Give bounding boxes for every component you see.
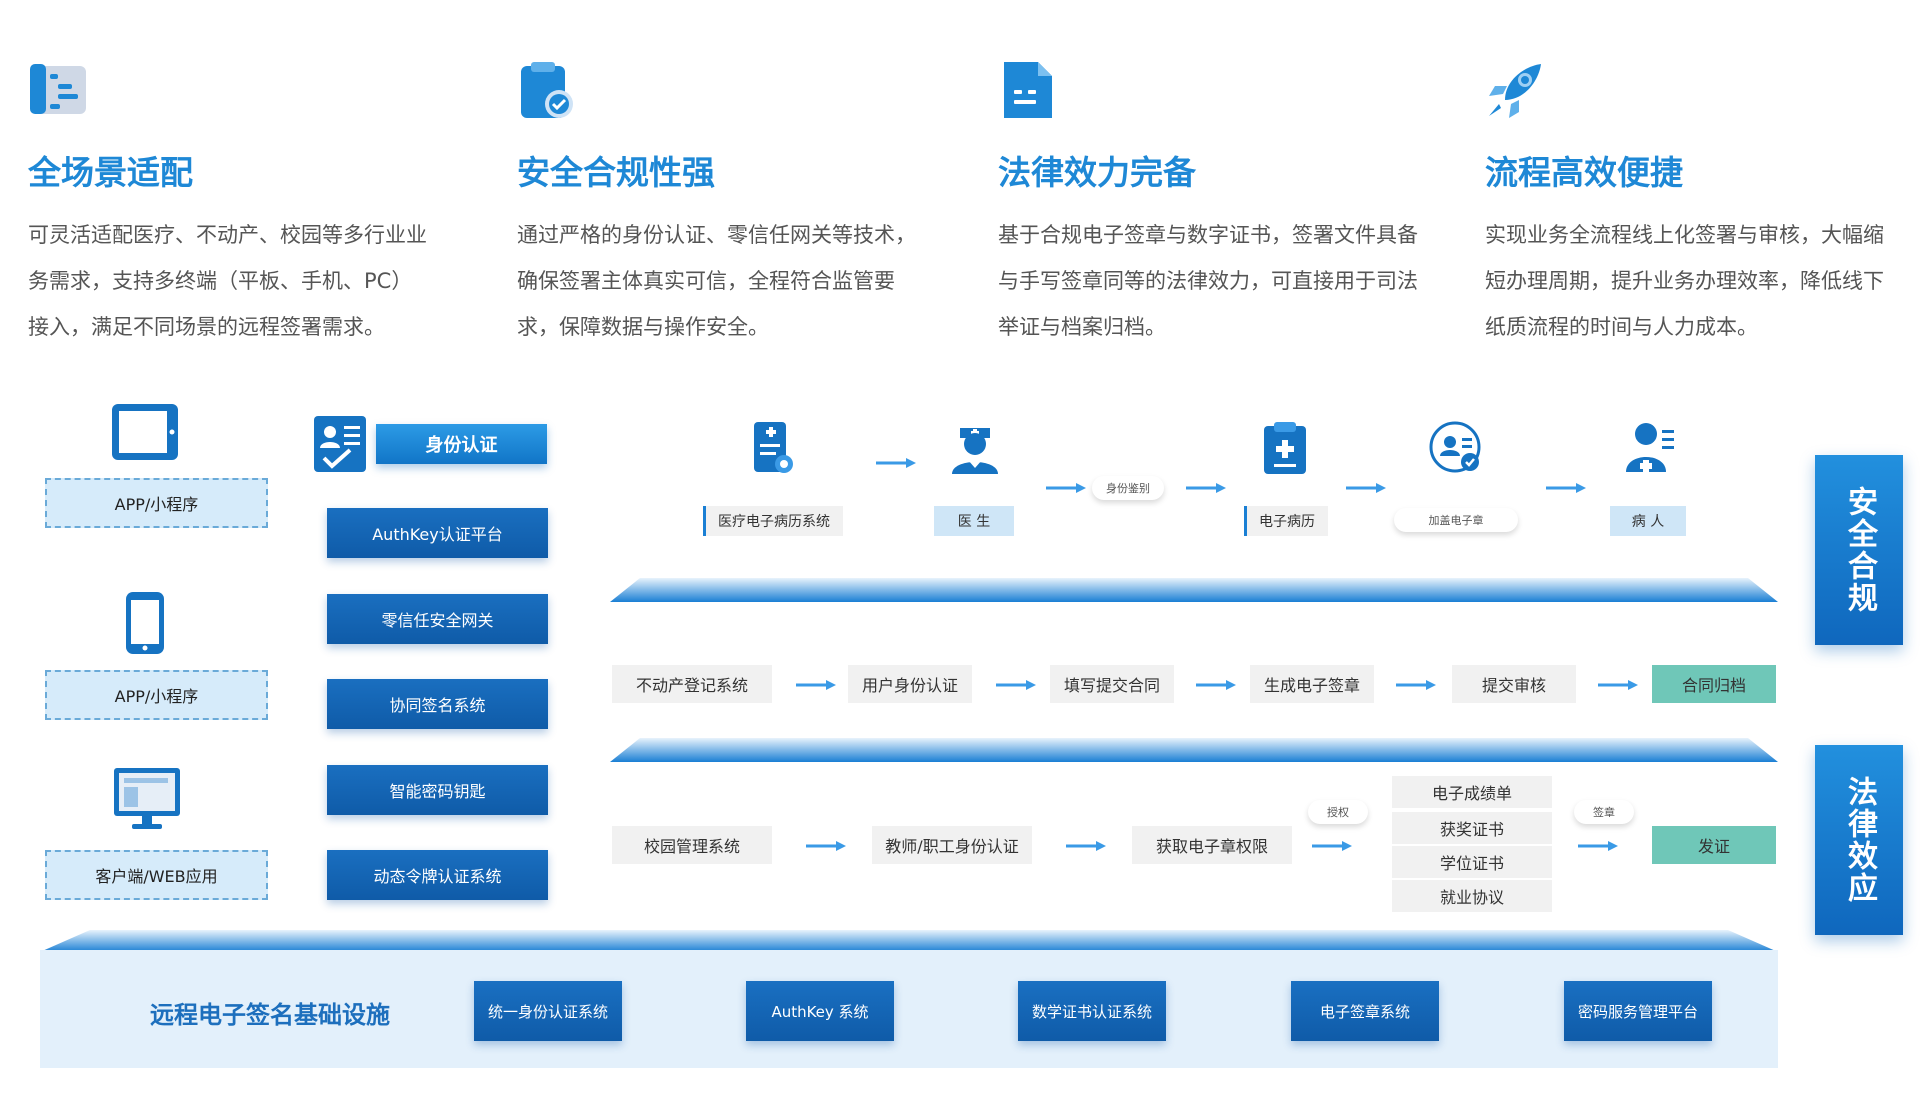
auth-item-dynamic-token: 动态令牌认证系统 <box>327 850 548 900</box>
auth-item-cosign: 协同签名系统 <box>327 679 548 729</box>
arrow-icon <box>876 458 916 468</box>
side-tag-legal-effect: 法律效应 <box>1815 745 1903 935</box>
identity-auth-header: 身份认证 <box>376 424 547 464</box>
client-app-phone: APP/小程序 <box>45 670 268 720</box>
infrastructure-title: 远程电子签名基础设施 <box>150 1001 390 1029</box>
client-app-tablet: APP/小程序 <box>45 478 268 528</box>
document-item: 就业协议 <box>1392 880 1552 912</box>
infrastructure-panel <box>40 950 1778 1068</box>
arrow-icon <box>1196 680 1236 690</box>
property-step: 填写提交合同 <box>1050 665 1174 703</box>
arrow-icon <box>1546 483 1586 493</box>
legal-document-icon <box>1004 62 1052 118</box>
arrow-icon <box>996 680 1036 690</box>
arrow-icon <box>1578 841 1618 851</box>
arrow-icon <box>1396 680 1436 690</box>
infra-item-cert-auth: 数学证书认证系统 <box>1018 981 1166 1041</box>
arrow-icon <box>1046 483 1086 493</box>
arrow-icon <box>1066 841 1106 851</box>
property-step: 生成电子签章 <box>1250 665 1374 703</box>
section-divider <box>610 738 1778 762</box>
rocket-icon <box>1489 64 1541 118</box>
patient-icon <box>1626 423 1674 472</box>
arrow-icon <box>806 841 846 851</box>
document-item: 电子成绩单 <box>1392 776 1552 808</box>
certified-user-icon <box>1429 421 1481 473</box>
arrow-icon <box>1598 680 1638 690</box>
document-item: 学位证书 <box>1392 846 1552 878</box>
auth-item-zero-trust: 零信任安全网关 <box>327 594 548 644</box>
feature-title: 流程高效便捷 <box>1485 153 1683 192</box>
tablet-icon <box>112 404 178 460</box>
medical-label-patient: 病 人 <box>1610 506 1686 536</box>
authorize-pill: 授权 <box>1308 800 1368 824</box>
medical-label-ehr-system: 医疗电子病历系统 <box>703 506 843 536</box>
document-item: 获奖证书 <box>1392 812 1552 844</box>
medical-label-emr: 电子病历 <box>1244 506 1328 536</box>
infra-item-authkey: AuthKey 系统 <box>746 981 894 1041</box>
feature-title: 法律效力完备 <box>998 153 1196 192</box>
feature-title: 安全合规性强 <box>517 153 715 192</box>
arrow-icon <box>796 680 836 690</box>
campus-step: 教师/职工身份认证 <box>872 826 1032 864</box>
feature-security-compliance: 安全合规性强 通过严格的身份认证、零信任网关等技术，确保签署主体真实可信，全程符… <box>517 60 947 350</box>
campus-step: 获取电子章权限 <box>1132 826 1292 864</box>
infra-divider <box>40 930 1778 952</box>
identity-check-icon <box>314 416 366 472</box>
feature-description: 通过严格的身份认证、零信任网关等技术，确保签署主体真实可信，全程符合监管要求，保… <box>517 223 916 339</box>
feature-legal-validity: 法律效力完备 基于合规电子签章与数字证书，签署文件具备与手写签章同等的法律效力，… <box>998 60 1428 350</box>
arrow-icon <box>1186 483 1226 493</box>
feature-description: 基于合规电子签章与数字证书，签署文件具备与手写签章同等的法律效力，可直接用于司法… <box>998 223 1418 339</box>
infra-item-e-seal: 电子签章系统 <box>1291 981 1439 1041</box>
property-step: 不动产登记系统 <box>612 665 772 703</box>
infra-item-unified-auth: 统一身份认证系统 <box>474 981 622 1041</box>
property-step: 用户身份认证 <box>848 665 972 703</box>
feature-efficient-process: 流程高效便捷 实现业务全流程线上化签署与审核，大幅缩短办理周期，提升业务办理效率… <box>1485 60 1915 350</box>
feature-description: 可灵活适配医疗、不动产、校园等多行业业务需求，支持多终端（平板、手机、PC）接入… <box>28 223 427 339</box>
auth-item-smart-key: 智能密码钥匙 <box>327 765 548 815</box>
campus-step: 校园管理系统 <box>612 826 772 864</box>
clipboard-plus-icon <box>1264 422 1306 474</box>
infra-item-crypto-service: 密码服务管理平台 <box>1564 981 1712 1041</box>
arrow-icon <box>1312 841 1352 851</box>
auth-item-authkey: AuthKey认证平台 <box>327 508 548 558</box>
feature-scene-adaptation: 全场景适配 可灵活适配医疗、不动产、校园等多行业业务需求，支持多终端（平板、手机… <box>28 60 458 350</box>
feature-description: 实现业务全流程线上化签署与审核，大幅缩短办理周期，提升业务办理效率，降低线下纸质… <box>1485 223 1884 339</box>
monitor-icon <box>114 768 180 829</box>
campus-step-certify: 发证 <box>1652 826 1776 864</box>
property-step-archive: 合同归档 <box>1652 665 1776 703</box>
secure-clipboard-icon <box>521 62 573 118</box>
phone-icon <box>126 592 164 654</box>
side-tag-security-compliance: 安全合规 <box>1815 455 1903 645</box>
section-divider <box>610 578 1778 602</box>
feature-title: 全场景适配 <box>28 153 193 192</box>
doctor-icon <box>952 428 998 474</box>
medical-record-icon <box>754 422 793 473</box>
list-card-icon <box>30 64 86 114</box>
identity-verify-pill: 身份鉴别 <box>1092 476 1164 500</box>
arrow-icon <box>1346 483 1386 493</box>
medical-label-doctor: 医 生 <box>934 506 1014 536</box>
client-web-app: 客户端/WEB应用 <box>45 850 268 900</box>
property-step: 提交审核 <box>1452 665 1576 703</box>
seal-pill: 加盖电子章 <box>1394 508 1518 532</box>
sign-pill: 签章 <box>1574 800 1634 824</box>
